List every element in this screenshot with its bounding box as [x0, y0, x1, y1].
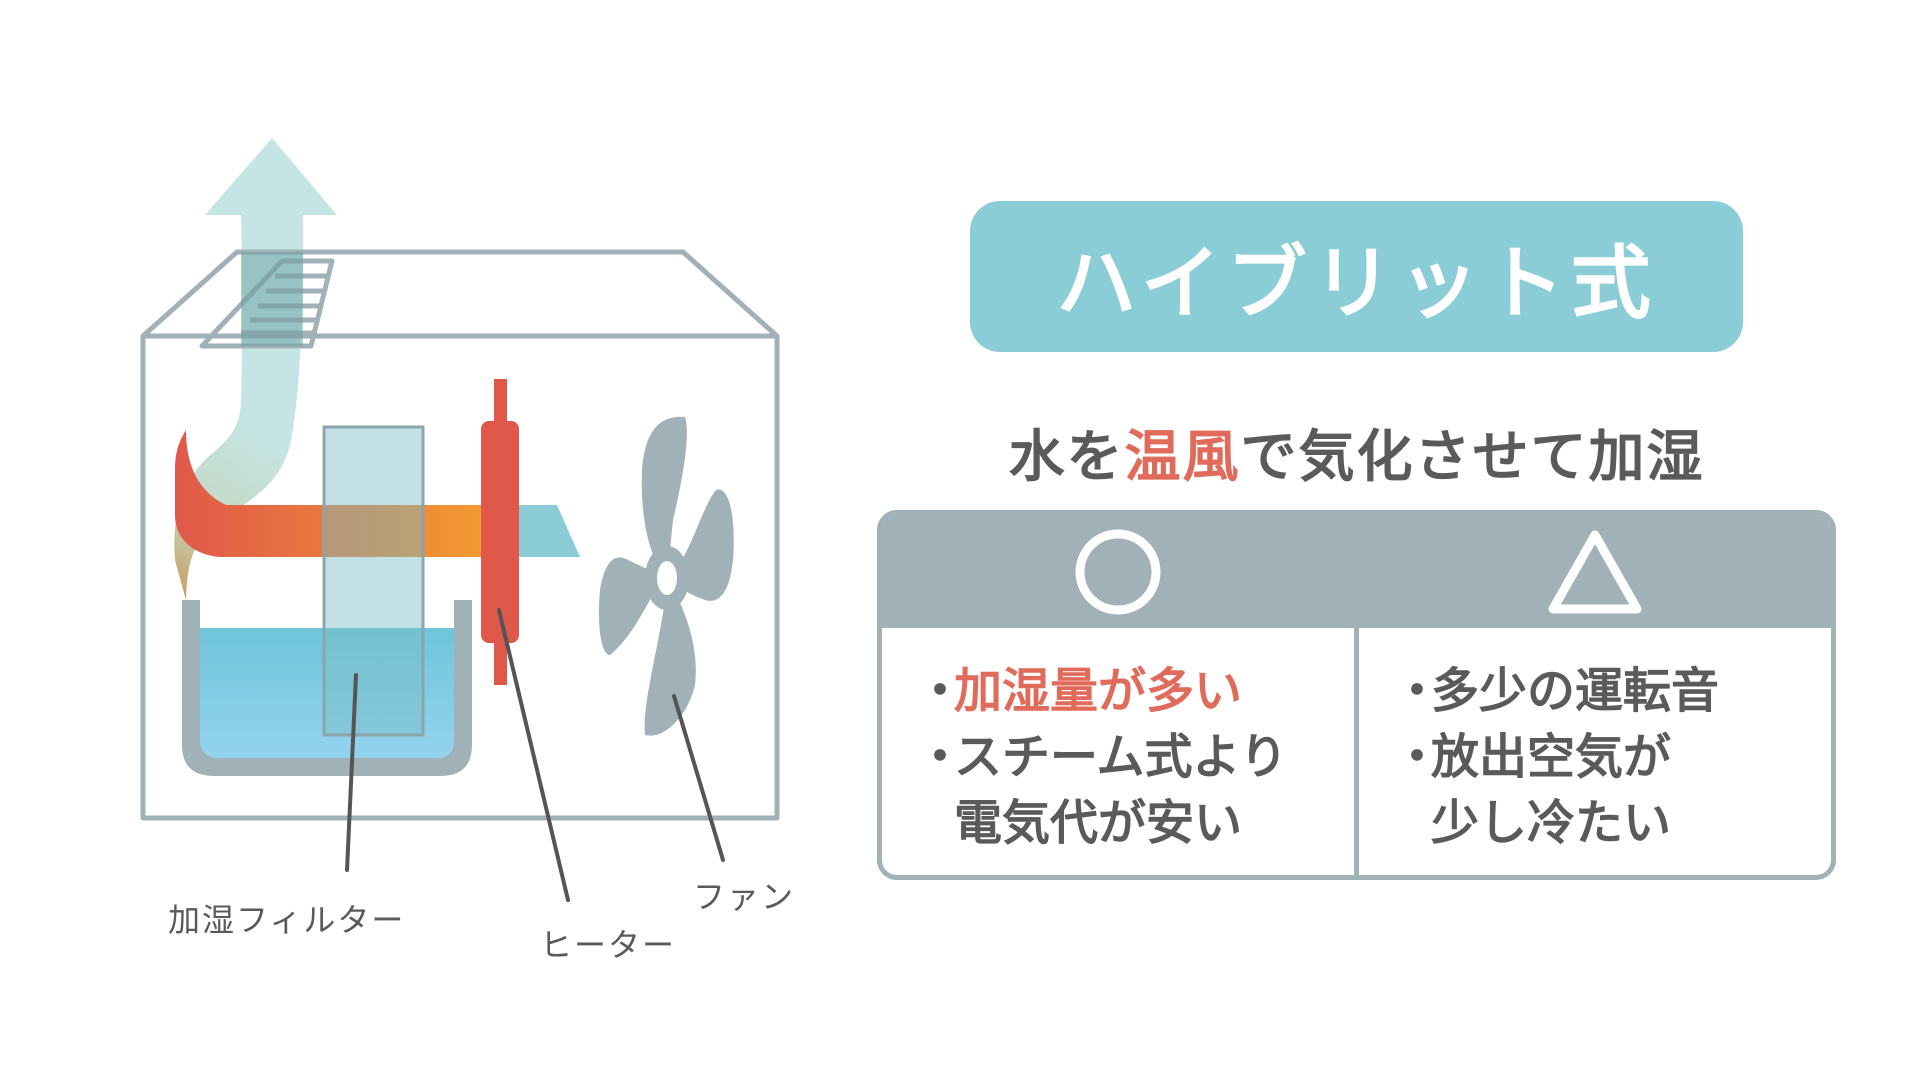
triangle-symbol-icon [1548, 530, 1642, 613]
filter-label: 加湿フィルター [168, 901, 406, 939]
subtitle-after: で気化させて加湿 [1240, 425, 1705, 490]
page-title: ハイブリット式 [1056, 236, 1657, 330]
humidifier-body [140, 249, 780, 821]
cons-header [1359, 515, 1831, 628]
cons-column: ・多少の運転音 ・放出空気が 少し冷たい [1354, 515, 1831, 875]
fan-icon [598, 416, 734, 736]
filter-pointer [345, 673, 358, 872]
list-item-continued: 少し冷たい [1431, 795, 1672, 851]
comparison-table: ・加湿量が多い ・スチーム式より 電気代が安い ・多少の運転音 ・放出空気が 少… [877, 510, 1836, 880]
pros-column: ・加湿量が多い ・スチーム式より 電気代が安い [882, 515, 1354, 875]
subtitle: 水を温風で気化させて加湿 [970, 412, 1743, 493]
cons-list: ・多少の運転音 ・放出空気が 少し冷たい [1359, 628, 1831, 856]
list-item-continued: 電気代が安い [954, 795, 1243, 851]
vent-grille-icon [199, 258, 335, 349]
list-item: ・放出空気が [1393, 729, 1672, 785]
circle-symbol-icon [1075, 529, 1161, 614]
fan-pointer [672, 694, 725, 862]
list-item: ・スチーム式より [916, 729, 1288, 785]
title-banner: ハイブリット式 [970, 201, 1743, 352]
humidifier-diagram [140, 138, 780, 902]
heater-pointer [497, 608, 570, 902]
heater [481, 379, 519, 685]
pros-list: ・加湿量が多い ・スチーム式より 電気代が安い [882, 628, 1354, 856]
pros-header [882, 515, 1354, 628]
heater-label: ヒーター [540, 926, 677, 964]
subtitle-highlight: 温風 [1124, 425, 1241, 490]
cool-air-flow [519, 505, 580, 557]
humidifier-filter [322, 425, 425, 737]
fan-label: ファン [693, 878, 796, 916]
list-item: ・加湿量が多い [916, 663, 1243, 719]
water-tray [182, 600, 472, 776]
subtitle-before: 水を [1008, 425, 1125, 490]
list-item: ・多少の運転音 [1393, 663, 1720, 719]
